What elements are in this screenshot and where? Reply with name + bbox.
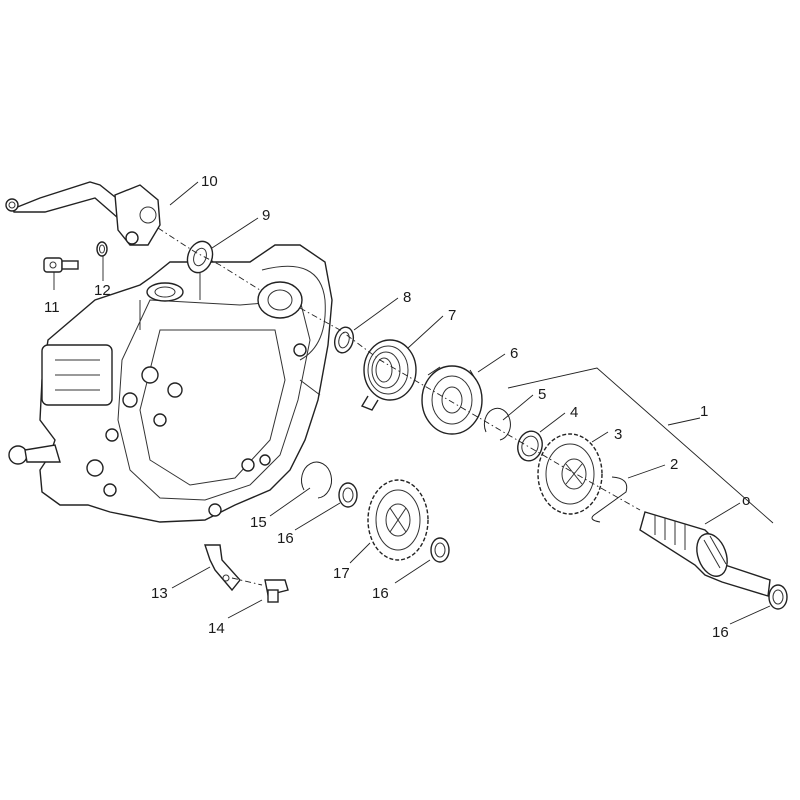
washer-part-12 (96, 241, 108, 257)
assembly-axes (157, 227, 641, 586)
kick-lever-part-10 (5, 181, 161, 246)
callout-12: 12 (94, 282, 111, 299)
washer-part-8 (333, 326, 355, 354)
leader-lines (53, 181, 771, 625)
group-bracket-part-1 (507, 367, 774, 524)
spring-part-7 (360, 339, 417, 411)
callout-6: 6 (510, 345, 518, 362)
circlip-part-15 (301, 461, 332, 499)
circlip-part-5 (483, 407, 511, 441)
callout-2: 2 (670, 456, 678, 473)
callout-16-b: 16 (372, 585, 389, 602)
callout-labels: 1 2 3 4 5 6 7 8 9 10 11 12 13 14 15 16 1… (44, 173, 750, 641)
callout-o: o (742, 492, 750, 509)
idler-gear-part-17 (367, 479, 429, 561)
oil-seal-part-9 (186, 240, 214, 274)
kick-gear-part-3 (537, 433, 603, 515)
callout-16-c: 16 (712, 624, 729, 641)
callout-11: 11 (44, 299, 60, 316)
bracket-part-13 (204, 544, 241, 592)
callout-17: 17 (333, 565, 350, 582)
callout-7: 7 (448, 307, 456, 324)
bolt-part-11 (43, 257, 79, 273)
callout-1: 1 (700, 403, 708, 420)
callout-10: 10 (201, 173, 218, 190)
callout-3: 3 (614, 426, 622, 443)
bolt-part-14 (264, 579, 289, 603)
callout-8: 8 (403, 289, 411, 306)
callout-16-a: 16 (277, 530, 294, 547)
callout-13: 13 (151, 585, 168, 602)
washer-part-4 (517, 430, 543, 462)
ratchet-clip-part-2 (591, 476, 628, 523)
callout-5: 5 (538, 386, 546, 403)
washer-part-16-a (338, 482, 358, 508)
washer-part-16-b (430, 537, 450, 563)
callout-9: 9 (262, 207, 270, 224)
callout-15: 15 (250, 514, 267, 531)
callout-4: 4 (570, 404, 578, 421)
crankcase-cover (8, 244, 333, 523)
washer-part-16-c (768, 584, 788, 610)
spring-guide-part-6 (421, 365, 483, 435)
kick-shaft-part-o (639, 511, 771, 597)
callout-14: 14 (208, 620, 225, 637)
